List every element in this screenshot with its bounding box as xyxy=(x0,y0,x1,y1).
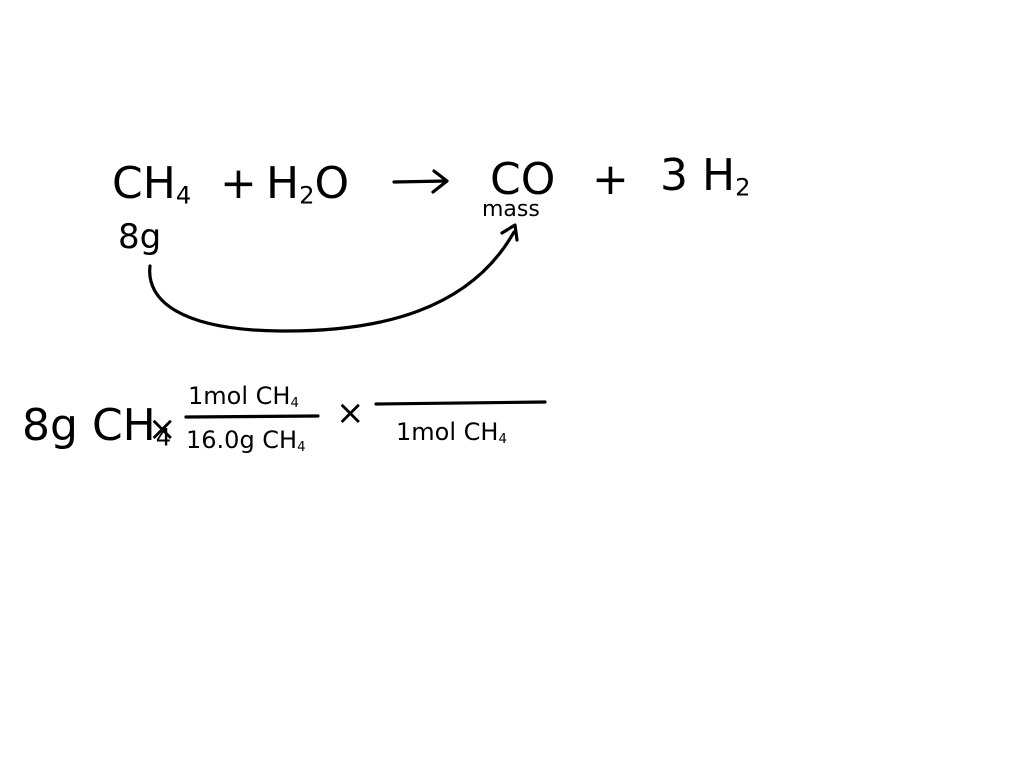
factor-1-denominator-subscript: 4 xyxy=(297,439,306,455)
conversion-start-value: 8g xyxy=(22,400,78,451)
curved-connector-arrow xyxy=(148,230,516,333)
reactant-water-subscript: 2 xyxy=(299,181,315,210)
factor-2-denominator: 1mol CH4 xyxy=(396,420,507,446)
factor-1-denominator-text: 16.0g CH xyxy=(186,426,298,454)
fraction-bar-1 xyxy=(184,414,320,419)
product-carbon-monoxide: CO xyxy=(490,154,556,205)
reactant-methane: CH4 xyxy=(112,162,191,208)
factor-2-denominator-text: 1mol CH xyxy=(396,418,499,446)
reaction-arrow-head xyxy=(431,169,449,194)
reactant-water-o: O xyxy=(314,158,350,209)
factor-1-denominator: 16.0g CH4 xyxy=(186,428,306,454)
reactant-methane-symbol: CH xyxy=(112,158,176,209)
conversion-start-species: CH xyxy=(91,400,156,451)
product-hydrogen: 3 H2 xyxy=(660,154,750,200)
product-hydrogen-coefficient: 3 xyxy=(660,150,688,201)
reactant-methane-subscript: 4 xyxy=(175,181,192,210)
multiply-sign-1: × xyxy=(148,409,177,449)
factor-1-numerator-text: 1mol CH xyxy=(188,382,291,410)
reactant-water-h: H xyxy=(266,158,300,209)
curved-connector-arrow-head xyxy=(500,223,519,242)
given-mass-label: 8g xyxy=(118,217,162,257)
conversion-start-subscript: 4 xyxy=(155,423,172,452)
reaction-arrow xyxy=(392,179,448,184)
fraction-bar-2 xyxy=(374,400,547,406)
factor-1-numerator-subscript: 4 xyxy=(290,395,299,411)
unknown-mass-label: mass xyxy=(482,197,540,222)
reactant-water: H2O xyxy=(266,162,349,208)
conversion-start: 8g CH4 xyxy=(22,404,171,450)
plus-sign-1: + xyxy=(220,158,257,209)
factor-2-denominator-subscript: 4 xyxy=(498,431,507,447)
product-hydrogen-subscript: 2 xyxy=(735,173,751,202)
multiply-sign-2: × xyxy=(336,393,365,433)
factor-1-numerator: 1mol CH4 xyxy=(188,384,299,410)
plus-sign-2: + xyxy=(592,154,629,205)
product-hydrogen-symbol: H xyxy=(702,150,736,201)
